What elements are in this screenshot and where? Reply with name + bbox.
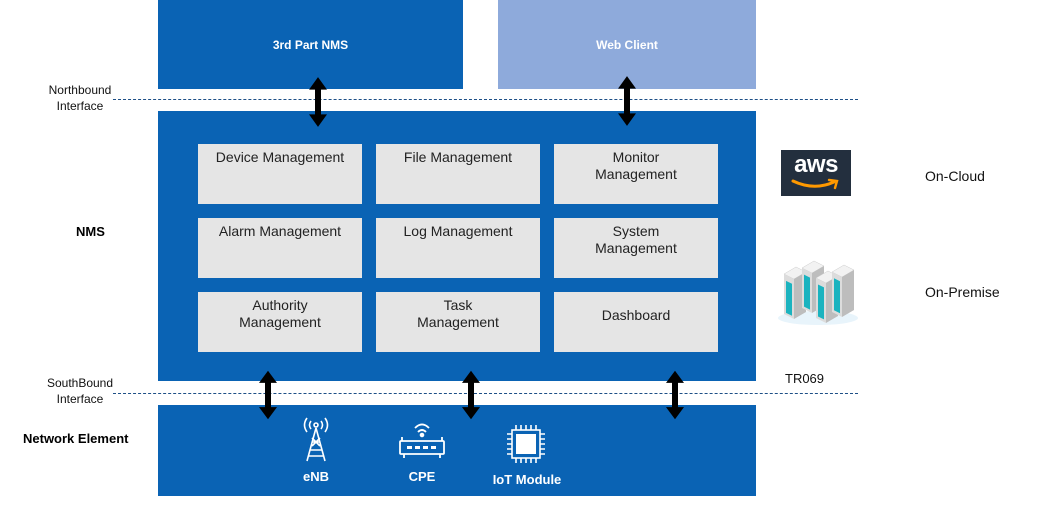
third-party-nms-box: 3rd Part NMS — [158, 0, 463, 89]
iot-chip-icon — [507, 425, 545, 463]
module-alarm-management: Alarm Management — [198, 218, 362, 278]
web-client-box: Web Client — [498, 0, 756, 89]
northbound-dashed-line — [113, 99, 858, 100]
aws-smile-icon — [791, 178, 839, 190]
cpe-label: CPE — [408, 469, 436, 484]
southbound-arrow-iot — [666, 370, 684, 420]
web-client-label: Web Client — [596, 37, 658, 52]
on-cloud-label: On-Cloud — [925, 168, 985, 184]
aws-logo: aws — [781, 150, 851, 196]
aws-logo-text: aws — [794, 151, 838, 178]
third-party-nms-label: 3rd Part NMS — [272, 37, 349, 52]
southbound-arrow-enb — [259, 370, 277, 420]
cell-tower-icon — [303, 417, 329, 462]
module-authority-management: Authority Management — [198, 292, 362, 352]
module-file-management: File Management — [376, 144, 540, 204]
nms-layer-label: NMS — [76, 224, 105, 239]
tr069-label: TR069 — [785, 371, 825, 386]
enb-label: eNB — [302, 469, 329, 484]
module-log-management: Log Management — [376, 218, 540, 278]
module-monitor-management: Monitor Management — [554, 144, 718, 204]
on-premise-label: On-Premise — [925, 284, 1000, 300]
northbound-arrow-web-client — [618, 76, 636, 126]
network-element-box: eNB CPE IoT Module — [158, 405, 756, 496]
module-system-management: System Management — [554, 218, 718, 278]
module-dashboard: Dashboard — [554, 292, 718, 352]
module-device-management: Device Management — [198, 144, 362, 204]
nms-box: Device Management File Management Monito… — [158, 111, 756, 381]
network-element-layer-label: Network Element — [23, 431, 129, 446]
iot-module-label: IoT Module — [492, 472, 562, 487]
southbound-interface-label: SouthBound Interface — [46, 376, 114, 406]
router-icon — [399, 423, 445, 458]
northbound-arrow-third-party — [309, 77, 327, 127]
server-racks-icon — [778, 260, 858, 325]
module-task-management: Task Management — [376, 292, 540, 352]
southbound-dashed-line — [113, 393, 858, 394]
northbound-interface-label: Northbound Interface — [48, 83, 112, 113]
southbound-arrow-cpe — [462, 370, 480, 420]
